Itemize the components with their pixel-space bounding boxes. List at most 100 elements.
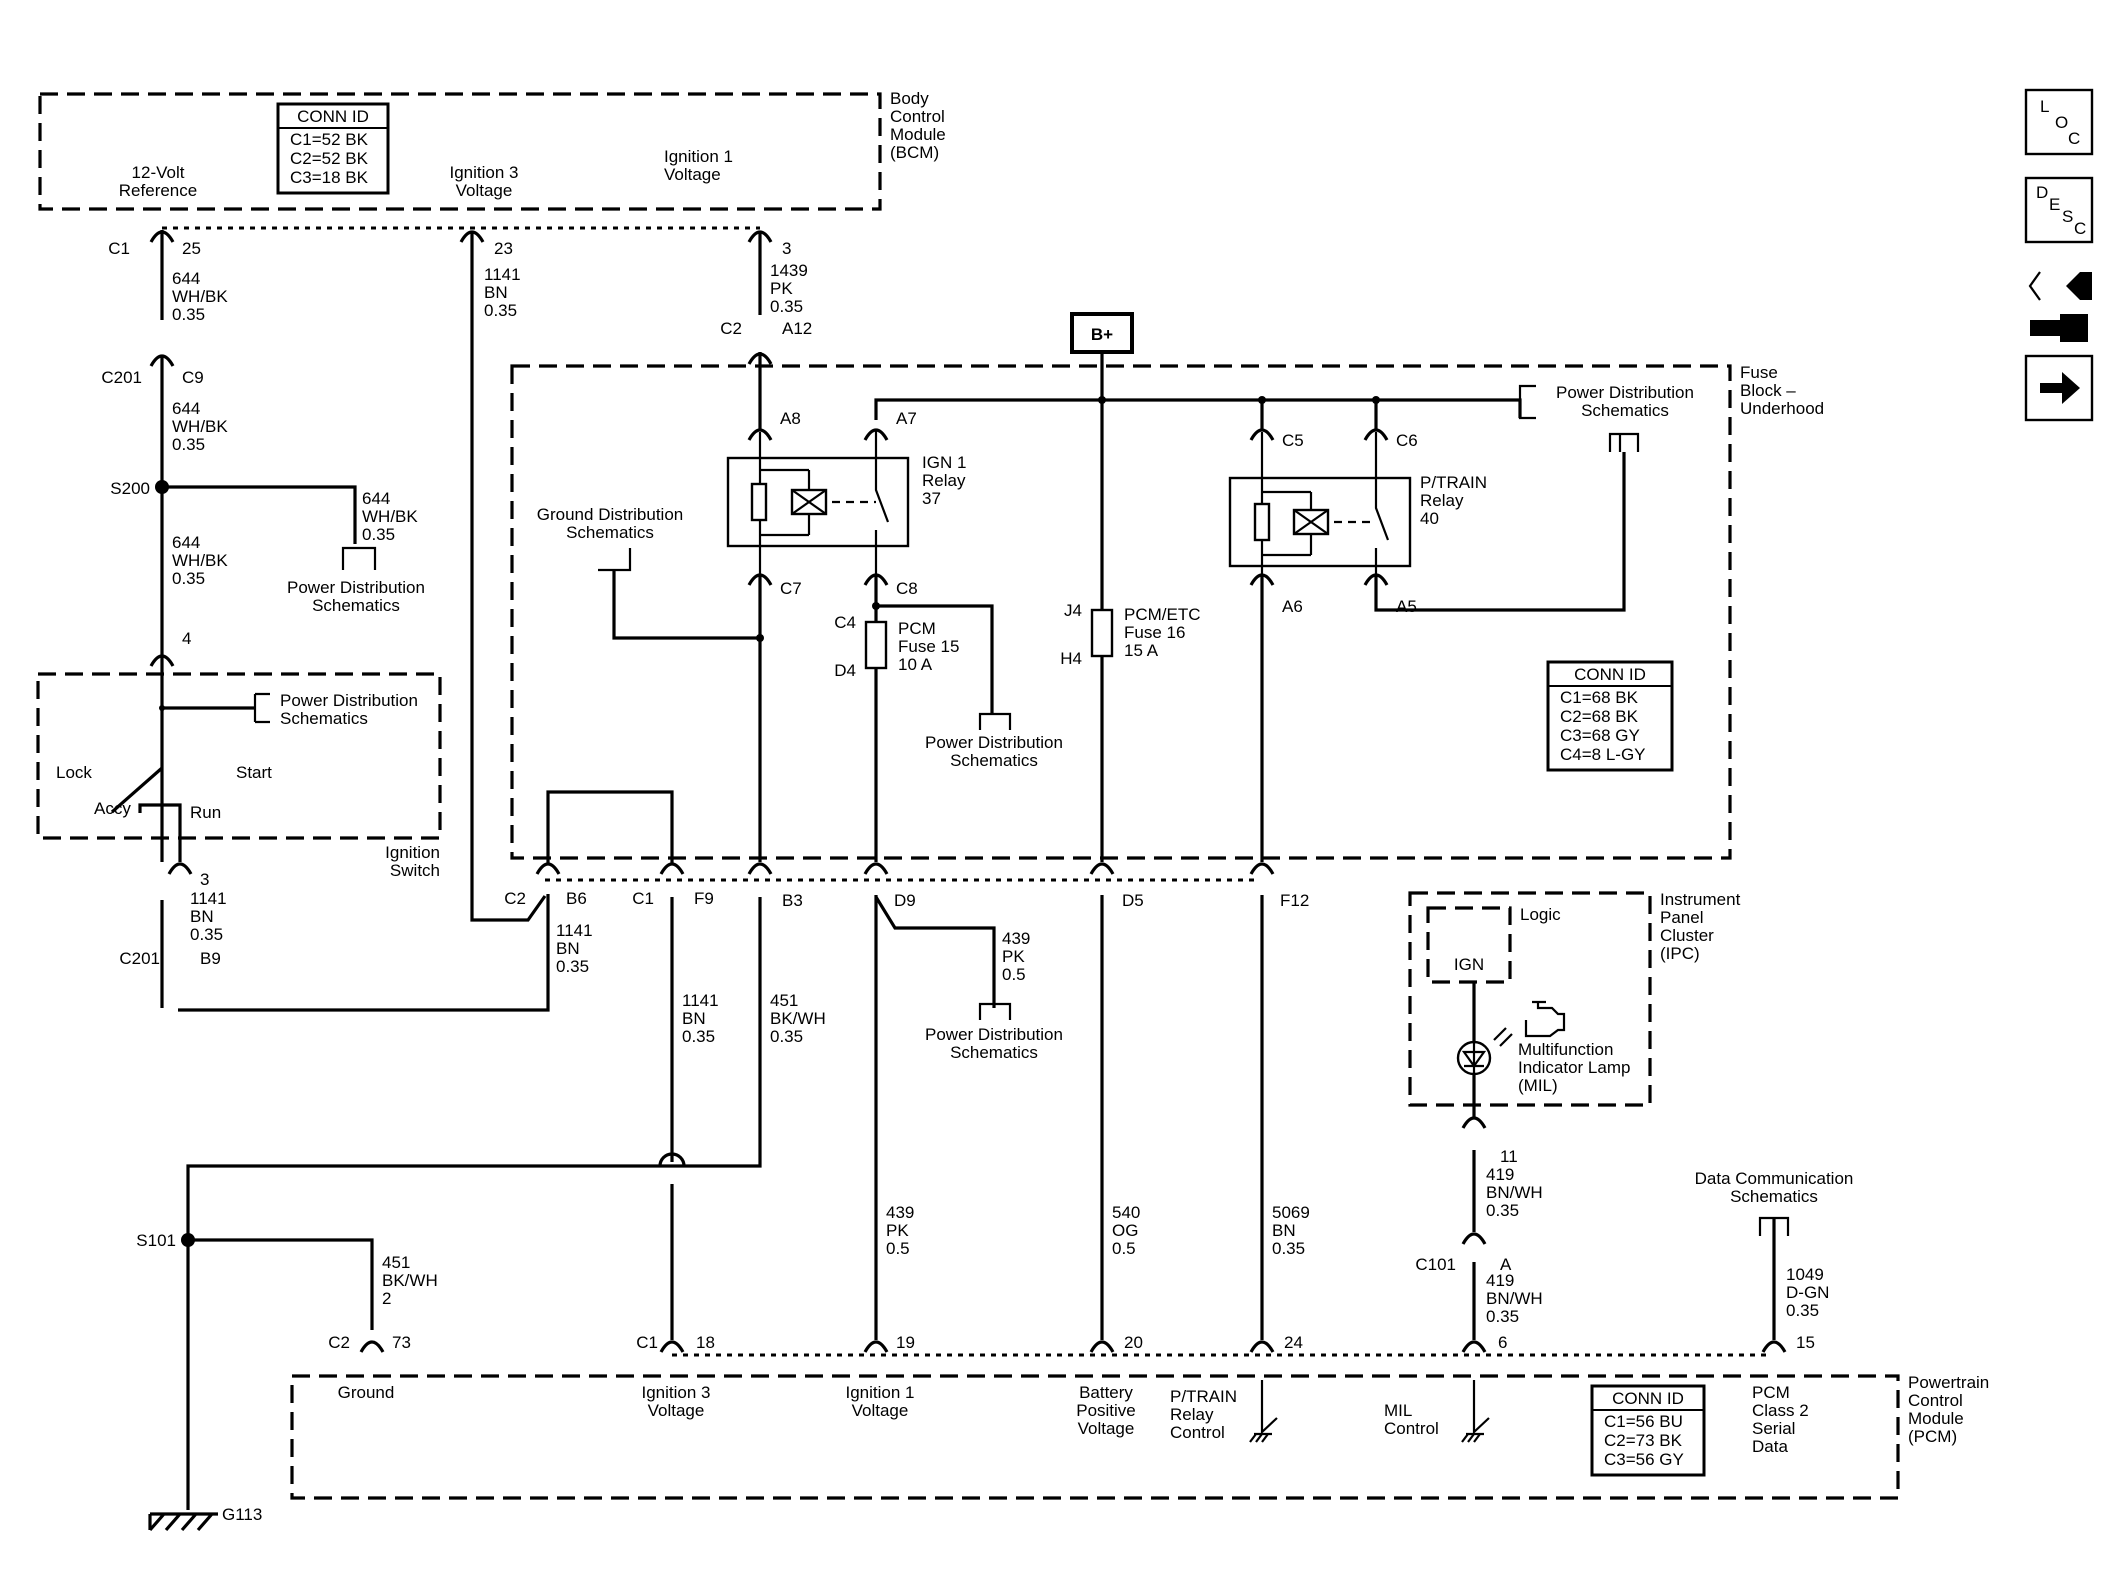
- bcm-label: Control: [890, 107, 945, 126]
- mil-lamp: [1456, 1000, 1566, 1076]
- wire-644-a: 0.35: [172, 305, 205, 324]
- pcm-etc-fuse-16-label: 15 A: [1124, 641, 1159, 660]
- ign1-relay-label: IGN 1: [922, 453, 966, 472]
- wire-439-b: 439: [886, 1203, 914, 1222]
- switch-start: Start: [236, 763, 272, 782]
- fuse-pcm-15: [864, 620, 888, 670]
- pcm-label: (PCM): [1908, 1427, 1957, 1446]
- data-communication-ref: Schematics: [1730, 1187, 1818, 1206]
- power-distribution-ref-1: Schematics: [312, 596, 400, 615]
- wire-419-a: 0.35: [1486, 1201, 1519, 1220]
- pcm-pin-mil: MIL: [1384, 1401, 1412, 1420]
- pin-label: 3: [200, 870, 209, 889]
- wires: [110, 230, 1776, 1510]
- wire-439-a: 0.5: [1002, 965, 1026, 984]
- wire-644-b: 0.35: [172, 435, 205, 454]
- pin-label: F12: [1280, 891, 1309, 910]
- power-distribution-ref-5: Schematics: [950, 1043, 1038, 1062]
- wire-644-b: WH/BK: [172, 417, 228, 436]
- pcm-pin-mil: Control: [1384, 1419, 1439, 1438]
- pcm-etc-fuse-16-label: Fuse 16: [1124, 623, 1185, 642]
- power-distribution-ref-1: Power Distribution: [287, 578, 425, 597]
- wire-451-b: 2: [382, 1289, 391, 1308]
- ign1-relay-label: 37: [922, 489, 941, 508]
- pin-label: B9: [200, 949, 221, 968]
- pcm-pin-ign3: Voltage: [648, 1401, 705, 1420]
- pin-label: B3: [782, 891, 803, 910]
- pin-label: C2: [328, 1333, 350, 1352]
- ignition-switch-label: Switch: [390, 861, 440, 880]
- wire-5069: 5069: [1272, 1203, 1310, 1222]
- ignition-switch-contacts: [159, 705, 165, 711]
- pcm-pin-batt: Battery: [1079, 1383, 1133, 1402]
- mil-label: (MIL): [1518, 1076, 1558, 1095]
- wire-419-b: 0.35: [1486, 1307, 1519, 1326]
- pin-label: 25: [182, 239, 201, 258]
- power-distribution-ref-4: Schematics: [950, 751, 1038, 770]
- svg-text:C: C: [2074, 219, 2086, 238]
- wire-419-a: 419: [1486, 1165, 1514, 1184]
- ignition-switch-outline: [36, 672, 442, 840]
- power-distribution-ref-5: Power Distribution: [925, 1025, 1063, 1044]
- ipc-label: (IPC): [1660, 944, 1700, 963]
- bplus-text: B+: [1091, 325, 1113, 344]
- desc-button[interactable]: D E S C: [2024, 176, 2094, 244]
- pcm-pin-class2: Data: [1752, 1437, 1788, 1456]
- wire-5069: BN: [1272, 1221, 1296, 1240]
- ipc-ign-label: IGN: [1454, 955, 1484, 974]
- pin-label: C201: [119, 949, 160, 968]
- pin-label: B6: [566, 889, 587, 908]
- pin-label: C1: [108, 239, 130, 258]
- connector-tool-icon[interactable]: [2028, 271, 2092, 342]
- ipc-label: Panel: [1660, 908, 1703, 927]
- pcm-etc-fuse-16-label: PCM/ETC: [1124, 605, 1201, 624]
- power-distribution-ref-2: Power Distribution: [1556, 383, 1694, 402]
- data-communication-ref: Data Communication: [1695, 1169, 1854, 1188]
- conn-id-row: C1=52 BK: [290, 130, 369, 149]
- connector-cup: [1461, 1340, 1487, 1353]
- wire-1439: 0.35: [770, 297, 803, 316]
- wire-540: 0.5: [1112, 1239, 1136, 1258]
- wire-644-c: 644: [362, 489, 390, 508]
- wire-1141-d: 1141: [682, 991, 719, 1010]
- reference-tabs: [253, 384, 1790, 1236]
- pcm-pin-class2: Serial: [1752, 1419, 1795, 1438]
- bcm-outline: [38, 92, 882, 211]
- connector-cup: [1363, 428, 1389, 441]
- connector-cup: [1461, 1232, 1487, 1245]
- connector-cup: [747, 352, 773, 365]
- ground-distribution-ref: Schematics: [566, 523, 654, 542]
- loc-button[interactable]: L O C: [2024, 88, 2094, 156]
- fuse-pcm-etc-16: [1090, 608, 1114, 658]
- wire-451-a: 451: [770, 991, 798, 1010]
- pin-label: 6: [1498, 1333, 1507, 1352]
- wire-644-a: 644: [172, 269, 200, 288]
- wire-419-b: BN/WH: [1486, 1289, 1543, 1308]
- pin-label: C2: [720, 319, 742, 338]
- pcm-fuse-15-label: Fuse 15: [898, 637, 959, 656]
- pin-label: C5: [1282, 431, 1304, 450]
- pin-label: C201: [101, 368, 142, 387]
- mil-label: Indicator Lamp: [1518, 1058, 1630, 1077]
- wire-1141-a: 0.35: [484, 301, 517, 320]
- connector-cup: [149, 230, 175, 243]
- splice-s200: [155, 480, 169, 494]
- pcm-pin-class2: PCM: [1752, 1383, 1790, 1402]
- wire-439-b: PK: [886, 1221, 909, 1240]
- bcm-pin-ign3: Voltage: [456, 181, 513, 200]
- next-page-button[interactable]: [2024, 354, 2094, 422]
- ipc-logic-outline: [1426, 906, 1512, 984]
- conn-id-row: C2=68 BK: [1560, 707, 1639, 726]
- wire-451-a: BK/WH: [770, 1009, 826, 1028]
- pin-label: C1: [632, 889, 654, 908]
- wire-1049: D-GN: [1786, 1283, 1829, 1302]
- switch-accy: Accy: [94, 799, 131, 818]
- pin-label: D4: [834, 661, 856, 680]
- power-distribution-ref-2: Schematics: [1581, 401, 1669, 420]
- pin-label: 18: [696, 1333, 715, 1352]
- mil-label: Multifunction: [1518, 1040, 1613, 1059]
- connector-cup: [747, 862, 773, 875]
